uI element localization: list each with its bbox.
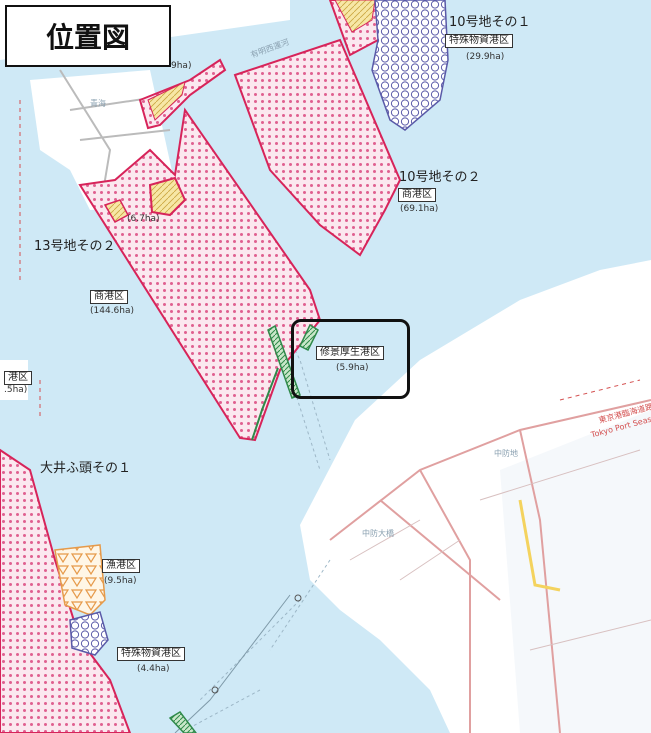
label-shuukei-zone: 修景厚生港区: [316, 346, 384, 360]
zone-green-bottom: [168, 711, 197, 733]
label-chubo-land: 中防地: [494, 449, 518, 458]
zone-gyokou: [54, 544, 106, 616]
zone-6-7ha: [148, 176, 187, 217]
label-gyokou-zone: 漁港区: [102, 559, 140, 573]
label-ooi-name: 大井ふ頭その１: [40, 461, 132, 476]
label-no10-1-ha: (29.9ha): [466, 52, 505, 62]
zone-small-left: [103, 199, 130, 224]
zone-no10-1-hex: [371, 0, 449, 131]
label-top-partial-ha: 9ha): [171, 61, 192, 71]
label-no10-2-name: 10号地その２: [399, 170, 481, 185]
admin-dashed: [19, 100, 641, 420]
label-tokushu2-zone: 特殊物資港区: [117, 647, 185, 661]
label-gyokou-ha: (9.5ha): [104, 576, 137, 586]
label-no10-2-ha: (69.1ha): [400, 204, 439, 214]
road-chubo: [329, 399, 651, 733]
label-no10-2-zone: 商港区: [398, 188, 436, 202]
land-chubo-inner: [500, 410, 651, 733]
buoy-2: [211, 686, 219, 694]
zone-tokushu-2: [69, 611, 109, 656]
label-no10-1-name: 10号地その１: [449, 15, 531, 30]
label-no13-2-name: 13号地その２: [34, 239, 116, 254]
label-no10-1-zone: 特殊物資港区: [445, 34, 513, 48]
zone-top-yellow: [147, 81, 186, 121]
label-left-partial-zone: 港区: [4, 371, 32, 385]
zone-shuukei-strip-2: [299, 323, 319, 352]
label-aomi: 青海: [90, 99, 106, 108]
road-yellow: [518, 499, 561, 592]
road-chubo-fine: [349, 449, 651, 651]
zone-no13-2: [78, 107, 322, 442]
label-no13-2-ha: (144.6ha): [90, 306, 135, 316]
zone-no10-2: [233, 38, 402, 257]
label-tokushu2-ha: (4.4ha): [137, 664, 170, 674]
label-left-partial-ha: .5ha): [4, 385, 28, 395]
green-boundary: [251, 367, 279, 441]
zone-ooi: [0, 448, 132, 733]
label-chubo-bridge: 中防大橋: [362, 529, 394, 538]
zone-no10-1-yellow: [334, 0, 376, 33]
buoy-1: [294, 594, 302, 602]
label-shuukei-ha: (5.9ha): [336, 363, 369, 373]
label-small-ha: (6.7ha): [127, 214, 160, 224]
map-title: 位置図: [5, 5, 171, 67]
highlight-frame: [291, 319, 410, 399]
label-no13-2-zone: 商港区: [90, 290, 128, 304]
